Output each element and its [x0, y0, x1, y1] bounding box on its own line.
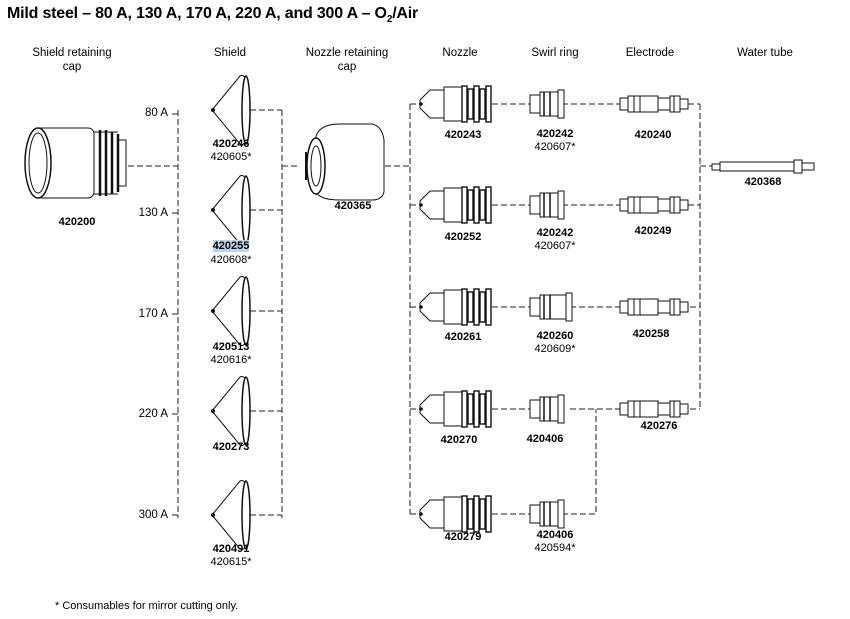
part-number: 420200 [58, 216, 96, 228]
header-electrode: Electrode [625, 47, 675, 59]
part-number: 420365 [334, 200, 372, 212]
part-number: 420513 [212, 341, 250, 353]
alt-part-number: 420594* [534, 542, 576, 554]
part-number: 420273 [212, 441, 250, 453]
amperage-label: 130 A [138, 207, 168, 219]
part-number: 420240 [634, 129, 672, 141]
nozzle-drawing [419, 288, 492, 326]
part-number: 420242 [536, 128, 574, 140]
part-number: 420258 [632, 328, 670, 340]
water-tube-drawing [711, 159, 815, 174]
swirl-ring-drawing [529, 190, 565, 220]
header-shield-retaining-cap: Shield retaining cap [32, 47, 112, 73]
footnote: * Consumables for mirror cutting only. [55, 600, 239, 612]
part-number: 420270 [440, 434, 478, 446]
electrode-drawing [619, 196, 689, 214]
part-number: 420243 [444, 129, 482, 141]
part-number: 420491 [212, 543, 250, 555]
part-number: 420255 [212, 240, 250, 252]
part-number: 420246 [212, 138, 250, 150]
shield-drawing [210, 480, 251, 550]
part-number: 420406 [536, 529, 574, 541]
amperage-label: 80 A [144, 107, 168, 119]
page-title: Mild steel – 80 A, 130 A, 170 A, 220 A, … [7, 5, 419, 26]
shield-drawing [210, 175, 251, 245]
swirl-ring-drawing [529, 292, 573, 322]
alt-part-number: 420609* [534, 343, 576, 355]
header-nozzle-retaining-cap: Nozzle retaining cap [305, 47, 389, 73]
nozzle-drawing [419, 186, 492, 224]
electrode-drawing [619, 298, 689, 316]
part-number: 420249 [634, 225, 672, 237]
alt-part-number: 420607* [534, 141, 576, 153]
shield-drawing [210, 75, 251, 145]
shield-drawing [210, 376, 251, 446]
part-number: 420406 [526, 433, 564, 445]
header-nozzle: Nozzle [442, 47, 478, 59]
amperage-label: 170 A [138, 308, 168, 320]
part-number: 420368 [744, 176, 782, 188]
part-number: 420279 [444, 531, 482, 543]
alt-part-number: 420607* [534, 240, 576, 252]
electrode-drawing [619, 400, 689, 418]
alt-part-number: 420616* [210, 354, 252, 366]
part-number: 420276 [640, 420, 678, 432]
alt-part-number: 420615* [210, 556, 252, 568]
part-number: 420252 [444, 231, 482, 243]
electrode-drawing [619, 95, 689, 113]
swirl-ring-drawing [529, 499, 565, 529]
nozzle-drawing [419, 390, 492, 428]
nozzle-retaining-cap-drawing [305, 123, 385, 201]
nozzle-drawing [419, 495, 492, 533]
swirl-ring-drawing [529, 394, 565, 424]
part-number: 420242 [536, 227, 574, 239]
shield-retaining-cap-drawing [24, 127, 127, 199]
amperage-label: 300 A [138, 509, 168, 521]
amperage-label: 220 A [138, 408, 168, 420]
nozzle-drawing [419, 85, 492, 123]
swirl-ring-drawing [529, 89, 565, 119]
part-number: 420260 [536, 330, 574, 342]
part-number: 420261 [444, 331, 482, 343]
alt-part-number: 420605* [210, 151, 252, 163]
header-swirl-ring: Swirl ring [531, 47, 579, 59]
header-shield: Shield [214, 47, 246, 59]
shield-drawing [210, 276, 251, 346]
header-water-tube: Water tube [737, 47, 793, 59]
alt-part-number: 420608* [210, 254, 252, 266]
